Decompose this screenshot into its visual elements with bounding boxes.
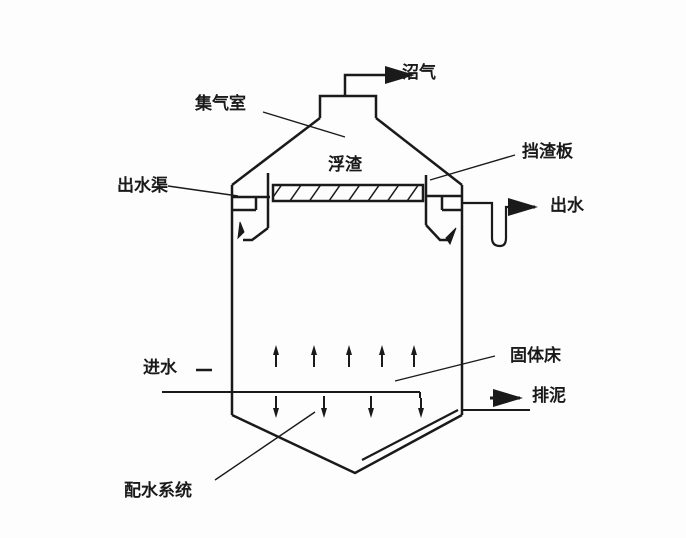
effluent-pipe (462, 198, 538, 248)
label-scum: 浮渣 (328, 155, 362, 175)
left-outlet-channel (232, 173, 270, 242)
vessel-walls (230, 185, 464, 475)
label-effluent: 出水 (550, 196, 584, 216)
label-influent: 进水 (143, 358, 177, 378)
label-outlet-channel: 出水渠 (117, 176, 168, 196)
label-baffle-plate: 挡渣板 (522, 142, 573, 162)
label-solids-bed: 固体床 (510, 346, 561, 366)
distribution-pipe (162, 391, 421, 398)
upflow-arrows (273, 345, 417, 367)
label-gas-collection-chamber: 集气室 (195, 94, 246, 114)
label-water-distribution-system: 配水系统 (124, 481, 192, 501)
right-outlet-channel (424, 175, 462, 246)
baffle-plate (271, 183, 425, 203)
gas-collection-hood (231, 117, 463, 186)
label-biogas: 沼气 (402, 63, 436, 83)
leader-lines (167, 111, 516, 481)
distribution-arrows (273, 396, 424, 418)
gas-stack (318, 66, 415, 118)
io-arrows (196, 368, 523, 407)
label-sludge-discharge: 排泥 (532, 386, 566, 406)
